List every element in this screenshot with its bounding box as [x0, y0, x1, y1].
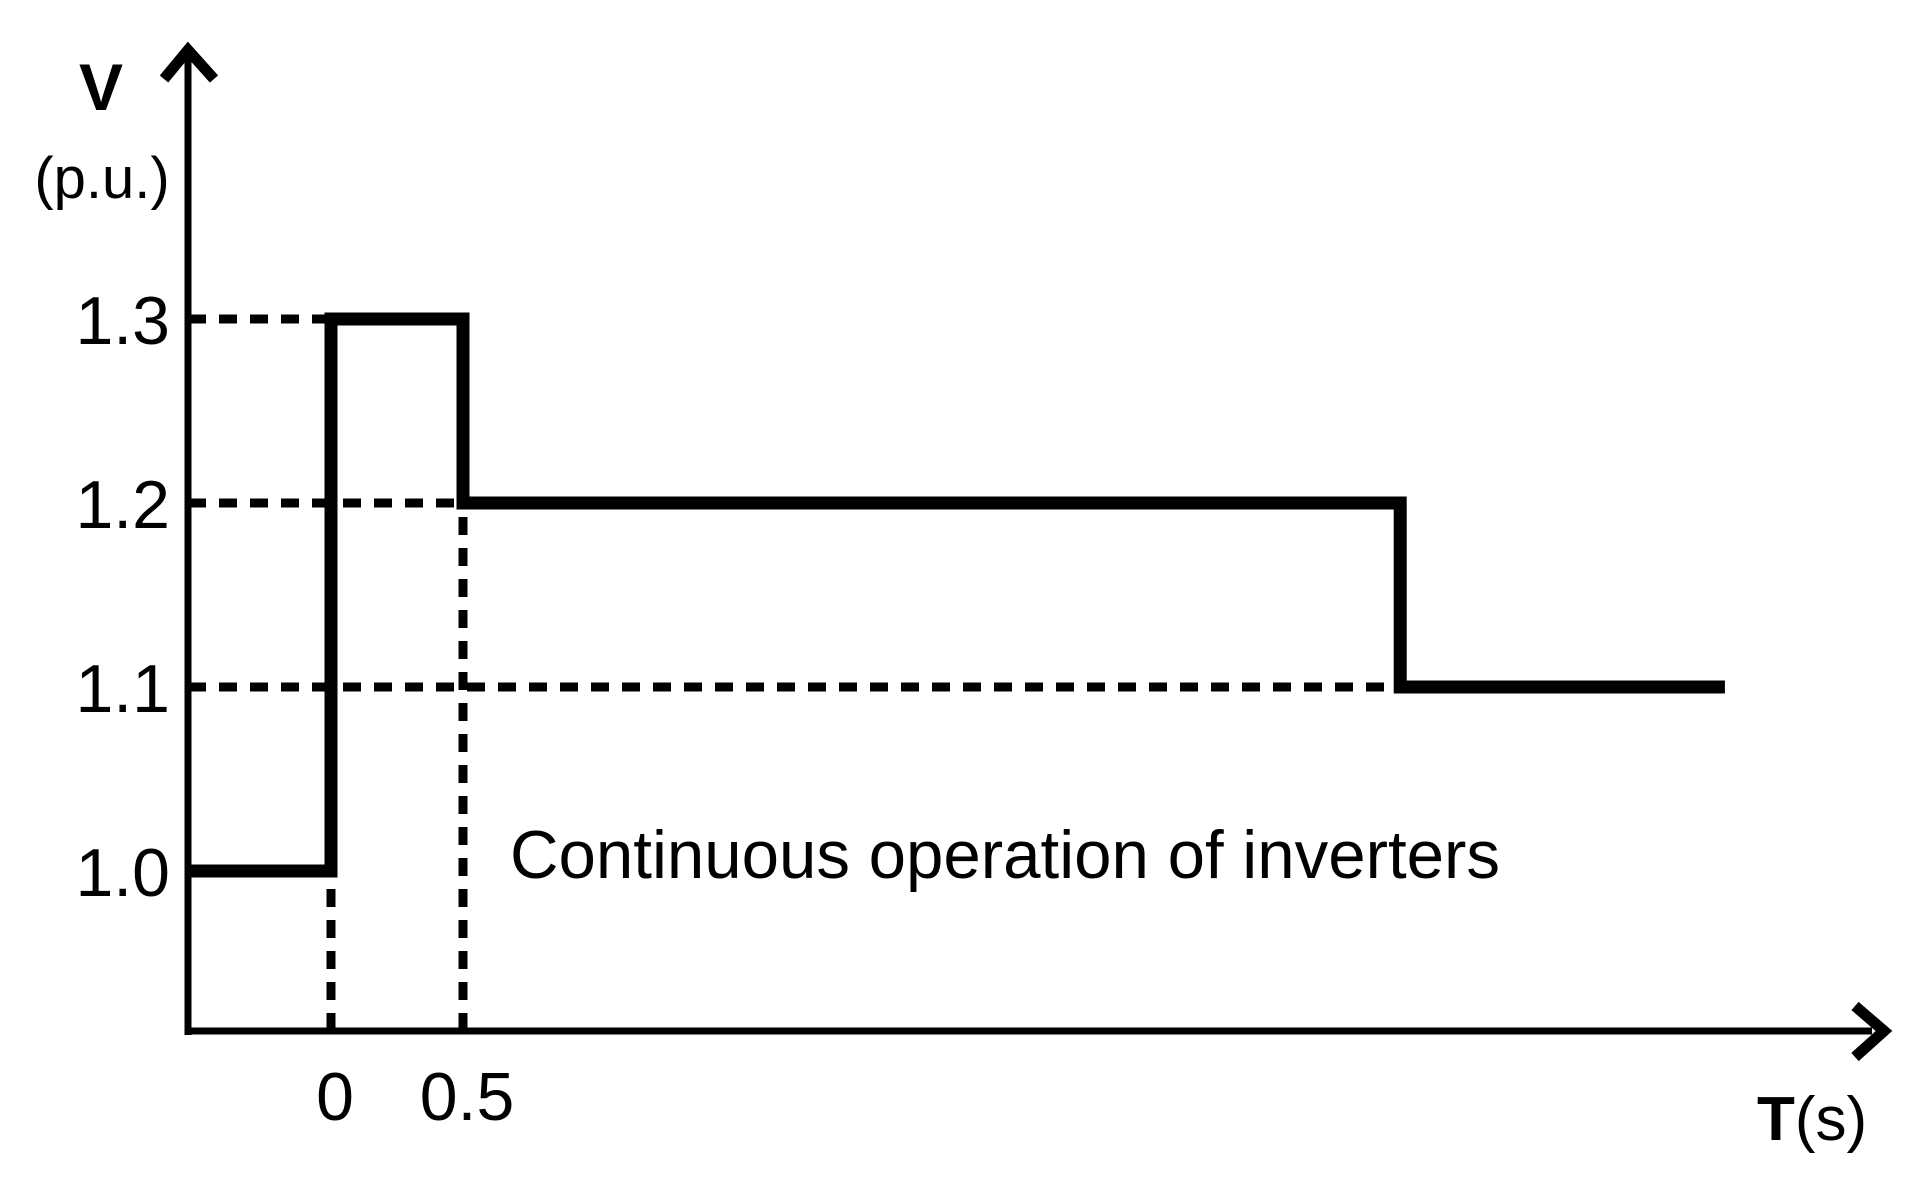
annotation-label: Continuous operation of inverters	[510, 817, 1500, 893]
y-axis-unit-label: (p.u.)	[34, 146, 169, 211]
x-axis-title: T(s)	[1757, 1085, 1867, 1154]
y-tick-label-1.2: 1.2	[75, 467, 170, 543]
y-tick-label-1.3: 1.3	[75, 283, 170, 359]
y-tick-label-1.0: 1.0	[75, 835, 170, 911]
y-tick-label-1.1: 1.1	[75, 651, 170, 727]
x-axis-arrow-icon	[1851, 1001, 1893, 1062]
y-axis-arrow-icon	[159, 41, 219, 83]
y-axis-title: V	[79, 50, 123, 124]
voltage-limit-curve	[185, 312, 1725, 878]
y-tick-labels: 1.0 1.1 1.2 1.3	[75, 283, 170, 911]
x-tick-label-0: 0	[316, 1059, 354, 1135]
axes	[159, 41, 1893, 1062]
x-axis-title-symbol: T	[1757, 1085, 1795, 1154]
x-tick-label-0.5: 0.5	[420, 1059, 515, 1135]
guide-lines	[188, 314, 1401, 1031]
x-axis-unit-label: (s)	[1795, 1085, 1867, 1154]
